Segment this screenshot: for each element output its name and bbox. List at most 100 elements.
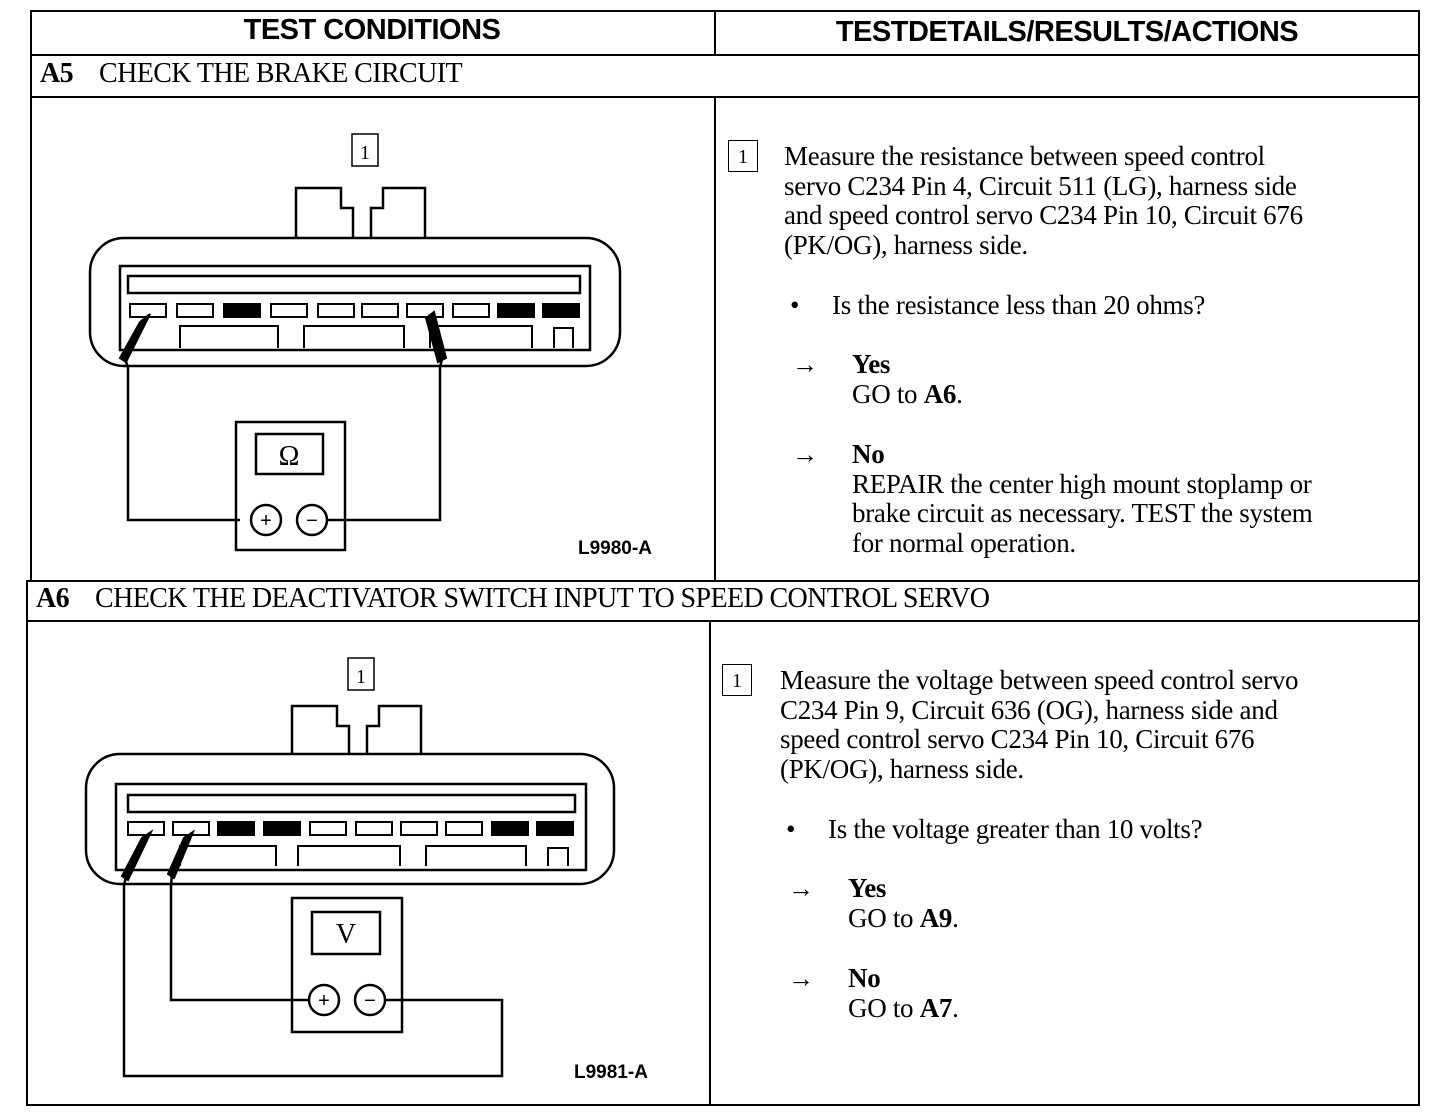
a6-plus-sign: + [318, 990, 330, 1012]
a5-no-action-line-3: for normal operation. [852, 527, 1076, 558]
test-conditions-header: TEST CONDITIONS [243, 14, 501, 46]
a6-yes-action: GO to A9. [848, 902, 959, 934]
a6-connector-latch [290, 704, 423, 754]
a5-no-answer: No REPAIR the center high mount stoplamp… [852, 439, 1412, 558]
a5-title-text: CHECK THE BRAKE CIRCUIT [99, 58, 463, 89]
a6-meter-display [310, 910, 382, 956]
a6-yes-goto-ref: A9 [919, 902, 953, 933]
pin-3 [223, 303, 261, 318]
pin-9 [497, 303, 535, 318]
pin-10 [542, 303, 580, 318]
a5-question: Is the resistance less than 20 ohms? [832, 290, 1206, 320]
a5-lower-cavities [179, 325, 574, 348]
a5-top-rail [126, 274, 582, 295]
a5-instruction-line-2: servo C234 Pin 4, Circuit 511 (LG), harn… [784, 170, 1297, 201]
a6-top-rail [126, 793, 577, 814]
a5-ohmmeter-connector-diagram: 1 Ω + − [88, 133, 622, 552]
pin-5 [317, 303, 355, 318]
a5-question-bullet: • [790, 290, 800, 320]
a6-yes-period: . [952, 902, 959, 933]
a5-yes-period: . [956, 378, 963, 409]
a6-question-bullet: • [786, 814, 796, 844]
a6-figure-code: L9981-A [574, 1062, 648, 1083]
a6-instruction-line-3: speed control servo C234 Pin 10, Circuit… [780, 724, 1255, 754]
a5-probe-left [118, 313, 151, 364]
a6-connector-housing [84, 752, 616, 886]
a5-pin-row [129, 303, 580, 318]
a5-instruction-line-1: Measure the resistance between speed con… [784, 141, 1265, 171]
a6-no-period: . [952, 992, 959, 1023]
pin-8 [445, 821, 483, 836]
a5-step-id: A5 [40, 58, 74, 89]
pin-10 [536, 821, 574, 836]
a6-no-action-text: GO to [848, 992, 920, 1023]
pin-4 [263, 821, 301, 836]
table-right-border [1418, 10, 1420, 1106]
a5-header-divider [30, 96, 1420, 98]
a5-negative-terminal [295, 503, 329, 537]
a6-terminal-block [114, 782, 588, 872]
a5-instruction-line-3: and speed control servo C234 Pin 10, Cir… [784, 200, 1303, 230]
a6-probe-right [166, 829, 196, 880]
a5-callout-number: 1 [360, 142, 370, 164]
a6-lower-cavities [179, 845, 569, 866]
pin-5 [309, 821, 347, 836]
pin-3 [217, 821, 255, 836]
a6-multimeter [290, 896, 404, 1034]
test-details-header: TESTDETAILS/RESULTS/ACTIONS [835, 16, 1299, 48]
a5-yes-action: GO to A6. [852, 378, 963, 410]
a5-positive-terminal [249, 503, 283, 537]
a6-step-id: A6 [36, 583, 70, 614]
pin-7 [400, 821, 438, 836]
a6-yes-arrow: → [788, 874, 814, 903]
a5-instruction-line-4: (PK/OG), harness side. [784, 229, 1028, 260]
a5-ohm-symbol: Ω [279, 441, 300, 472]
a5-probe-right [424, 310, 448, 364]
column-divider-a6 [709, 620, 711, 1106]
a6-instruction: Measure the voltage between speed contro… [780, 665, 1410, 784]
a5-figure-code: L9980-A [578, 538, 652, 559]
a6-no-goto-ref: A7 [919, 992, 953, 1023]
a6-no-action: GO to A7. [848, 992, 959, 1024]
a6-instruction-line-1: Measure the voltage between speed contro… [780, 665, 1299, 695]
a5-multimeter [234, 420, 347, 552]
a5-instruction: Measure the resistance between speed con… [784, 141, 1404, 260]
a6-callout-number: 1 [356, 666, 366, 688]
a5-no-arrow: → [792, 440, 818, 469]
pin-9 [491, 821, 529, 836]
a5-no-action-line-2: brake circuit as necessary. TEST the sys… [852, 498, 1313, 528]
pin-8 [452, 303, 490, 318]
a6-section-title: A6 CHECK THE DEACTIVATOR SWITCH INPUT TO … [36, 583, 990, 615]
a5-yes-answer: Yes GO to A6. [852, 349, 963, 410]
column-header-divider [30, 54, 1420, 56]
a5-connector-housing [88, 236, 622, 368]
pin-6 [355, 821, 393, 836]
a5-section-title: A5 CHECK THE BRAKE CIRCUIT [40, 58, 463, 90]
a5-yes-goto-ref: A6 [923, 378, 957, 409]
a6-callout-box [347, 657, 375, 691]
pin-1 [127, 821, 165, 836]
a6-section-divider [26, 580, 1420, 582]
a6-probe-left [120, 829, 154, 882]
a5-yes-label: Yes [852, 349, 891, 379]
a6-no-label: No [848, 963, 881, 993]
column-divider-header [714, 10, 716, 55]
pin-6 [361, 303, 399, 318]
a6-minus-sign: − [364, 990, 376, 1012]
a6-no-arrow: → [788, 964, 814, 993]
pin-7 [406, 303, 444, 318]
a6-instruction-line-2: C234 Pin 9, Circuit 636 (OG), harness si… [780, 694, 1278, 725]
pin-2 [176, 303, 214, 318]
a5-connector-latch [294, 186, 427, 238]
a6-negative-terminal [353, 983, 387, 1017]
a6-pin-row [127, 821, 574, 836]
column-divider-a5 [714, 96, 716, 581]
a6-step-number-box: 1 [722, 664, 752, 696]
a6-instruction-line-4: (PK/OG), harness side. [780, 753, 1024, 784]
a6-positive-terminal [307, 983, 341, 1017]
a6-volt-symbol: V [336, 919, 356, 950]
a5-lead-negative [123, 357, 240, 522]
a6-title-text: CHECK THE DEACTIVATOR SWITCH INPUT TO SP… [95, 583, 990, 614]
a5-lead-positive [328, 357, 444, 522]
